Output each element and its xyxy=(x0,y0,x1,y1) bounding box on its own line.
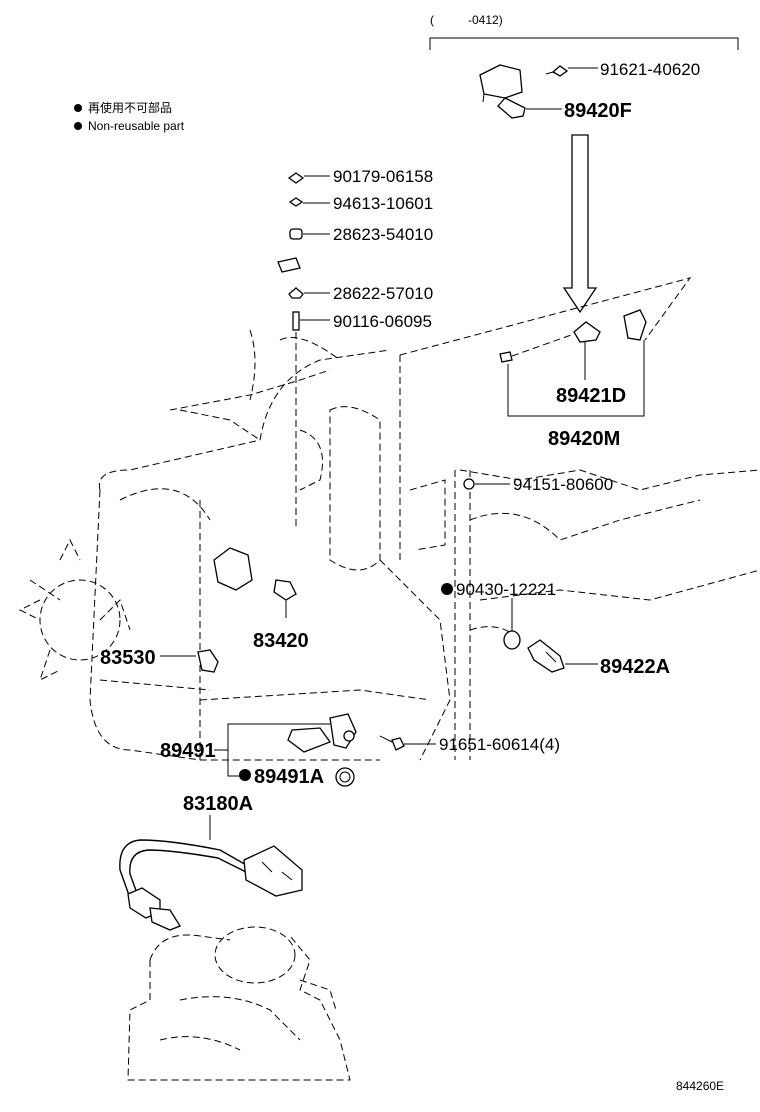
figure-id: 844260E xyxy=(676,1079,724,1093)
label-89420m[interactable]: 89420M xyxy=(548,428,620,450)
bolt-91651-60614-icon xyxy=(379,735,405,751)
non-reusable-marker-icon xyxy=(441,583,453,595)
legend-japanese: 再使用不可部品 xyxy=(88,100,172,115)
clamp-94151-80600-icon xyxy=(463,478,475,490)
label-83420[interactable]: 83420 xyxy=(253,630,309,652)
o-ring-89491a-icon xyxy=(335,767,355,787)
label-83530[interactable]: 83530 xyxy=(100,647,156,669)
sensor-89420f-drawing xyxy=(479,64,569,119)
label-28623-54010[interactable]: 28623-54010 xyxy=(333,225,433,244)
legend-english: Non-reusable part xyxy=(88,119,185,133)
label-89420f[interactable]: 89420F xyxy=(564,100,632,122)
sensor-83180a-drawing xyxy=(119,815,303,931)
label-83180a[interactable]: 83180A xyxy=(183,793,253,815)
applicability-range: -0412) xyxy=(468,13,503,27)
cooling-fan-drawing xyxy=(18,538,131,681)
engine-block-drawing xyxy=(89,329,760,761)
non-reusable-marker-icon xyxy=(239,769,251,781)
crank-sensor-drawing xyxy=(214,713,357,777)
bracket-assembly-drawing xyxy=(399,277,692,560)
non-reusable-marker-icon xyxy=(74,104,82,112)
gasket-90430-12221-icon xyxy=(503,630,521,650)
sensor-89422a-drawing xyxy=(527,639,565,673)
label-89491a[interactable]: 89491A xyxy=(254,766,324,788)
label-91621-40620[interactable]: 91621-40620 xyxy=(600,60,700,79)
arrow-down-icon xyxy=(562,134,598,314)
label-89421d[interactable]: 89421D xyxy=(556,385,626,407)
transmission-drawing xyxy=(127,926,351,1081)
label-90116-06095[interactable]: 90116-06095 xyxy=(333,312,432,331)
label-28622-57010[interactable]: 28622-57010 xyxy=(333,284,433,303)
switch-83420-drawing xyxy=(213,547,297,618)
label-89422a[interactable]: 89422A xyxy=(600,656,670,678)
label-90430-12221[interactable]: 90430-12221 xyxy=(456,580,556,599)
sensor-83530-drawing xyxy=(197,649,219,673)
applicability-open-paren: ( xyxy=(430,13,434,27)
label-94151-80600[interactable]: 94151-80600 xyxy=(513,475,613,494)
label-89491[interactable]: 89491 xyxy=(160,740,216,762)
legend: 再使用不可部品 Non-reusable part xyxy=(74,100,185,133)
label-91651-60614[interactable]: 91651-60614(4) xyxy=(439,735,560,754)
non-reusable-marker-icon xyxy=(74,122,82,130)
label-94613-10601[interactable]: 94613-10601 xyxy=(333,194,433,213)
upper-fasteners-stack xyxy=(277,172,305,530)
applicability-bracket: ( -0412) xyxy=(429,13,739,50)
label-90179-06158[interactable]: 90179-06158 xyxy=(333,167,433,186)
